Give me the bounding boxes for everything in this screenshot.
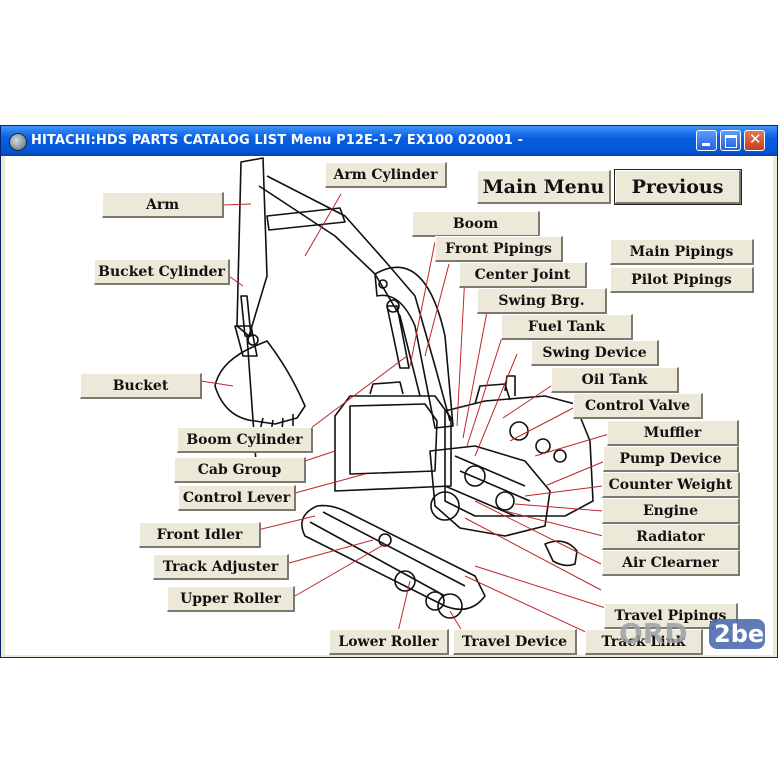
part-boom-cylinder-button[interactable]: Boom Cylinder xyxy=(177,427,313,453)
parts-diagram-area: Main Menu Previous Arm Arm Cylinder Buck… xyxy=(5,156,773,655)
part-upper-roller-button[interactable]: Upper Roller xyxy=(167,586,295,612)
part-front-idler-button[interactable]: Front Idler xyxy=(139,522,261,548)
previous-button[interactable]: Previous xyxy=(614,169,742,205)
minimize-icon xyxy=(702,143,710,146)
watermark-text-b: 2be xyxy=(714,620,764,648)
part-swing-brg-button[interactable]: Swing Brg. xyxy=(477,288,607,314)
part-pump-device-button[interactable]: Pump Device xyxy=(603,446,739,472)
part-control-valve-button[interactable]: Control Valve xyxy=(573,393,703,419)
app-icon xyxy=(9,133,27,151)
part-muffler-button[interactable]: Muffler xyxy=(607,420,739,446)
watermark-text-a: ORD xyxy=(619,617,688,650)
part-front-pipings-button[interactable]: Front Pipings xyxy=(435,236,563,262)
close-icon: ✕ xyxy=(749,130,762,148)
part-track-adjuster-button[interactable]: Track Adjuster xyxy=(153,554,289,580)
maximize-icon xyxy=(725,135,737,148)
window-title: HITACHI:HDS PARTS CATALOG LIST Menu P12E… xyxy=(31,133,524,148)
part-control-lever-button[interactable]: Control Lever xyxy=(178,485,296,511)
part-air-clearner-button[interactable]: Air Clearner xyxy=(602,550,740,576)
catalog-window: HITACHI:HDS PARTS CATALOG LIST Menu P12E… xyxy=(0,125,778,658)
part-boom-button[interactable]: Boom xyxy=(412,211,540,237)
part-radiator-button[interactable]: Radiator xyxy=(602,524,740,550)
close-button[interactable]: ✕ xyxy=(744,130,765,151)
part-oil-tank-button[interactable]: Oil Tank xyxy=(551,367,679,393)
title-bar[interactable]: HITACHI:HDS PARTS CATALOG LIST Menu P12E… xyxy=(1,126,777,156)
part-travel-device-button[interactable]: Travel Device xyxy=(453,629,577,655)
part-fuel-tank-button[interactable]: Fuel Tank xyxy=(501,314,633,340)
maximize-button[interactable] xyxy=(720,130,741,151)
part-pilot-pipings-button[interactable]: Pilot Pipings xyxy=(610,267,754,293)
part-engine-button[interactable]: Engine xyxy=(602,498,740,524)
part-center-joint-button[interactable]: Center Joint xyxy=(459,262,587,288)
part-arm-cylinder-button[interactable]: Arm Cylinder xyxy=(325,162,447,188)
part-cab-group-button[interactable]: Cab Group xyxy=(174,457,306,483)
excavator-diagram xyxy=(200,157,616,642)
part-arm-button[interactable]: Arm xyxy=(102,192,224,218)
ord2be-watermark: ORD 2be xyxy=(619,617,765,650)
part-main-pipings-button[interactable]: Main Pipings xyxy=(610,239,754,265)
main-menu-button[interactable]: Main Menu xyxy=(477,170,611,204)
minimize-button[interactable] xyxy=(696,130,717,151)
part-bucket-cylinder-button[interactable]: Bucket Cylinder xyxy=(94,259,230,285)
part-counter-weight-button[interactable]: Counter Weight xyxy=(602,472,740,498)
part-swing-device-button[interactable]: Swing Device xyxy=(531,340,659,366)
part-track-link-button[interactable]: Track Link xyxy=(585,629,703,655)
part-bucket-button[interactable]: Bucket xyxy=(80,373,202,399)
part-lower-roller-button[interactable]: Lower Roller xyxy=(329,629,449,655)
